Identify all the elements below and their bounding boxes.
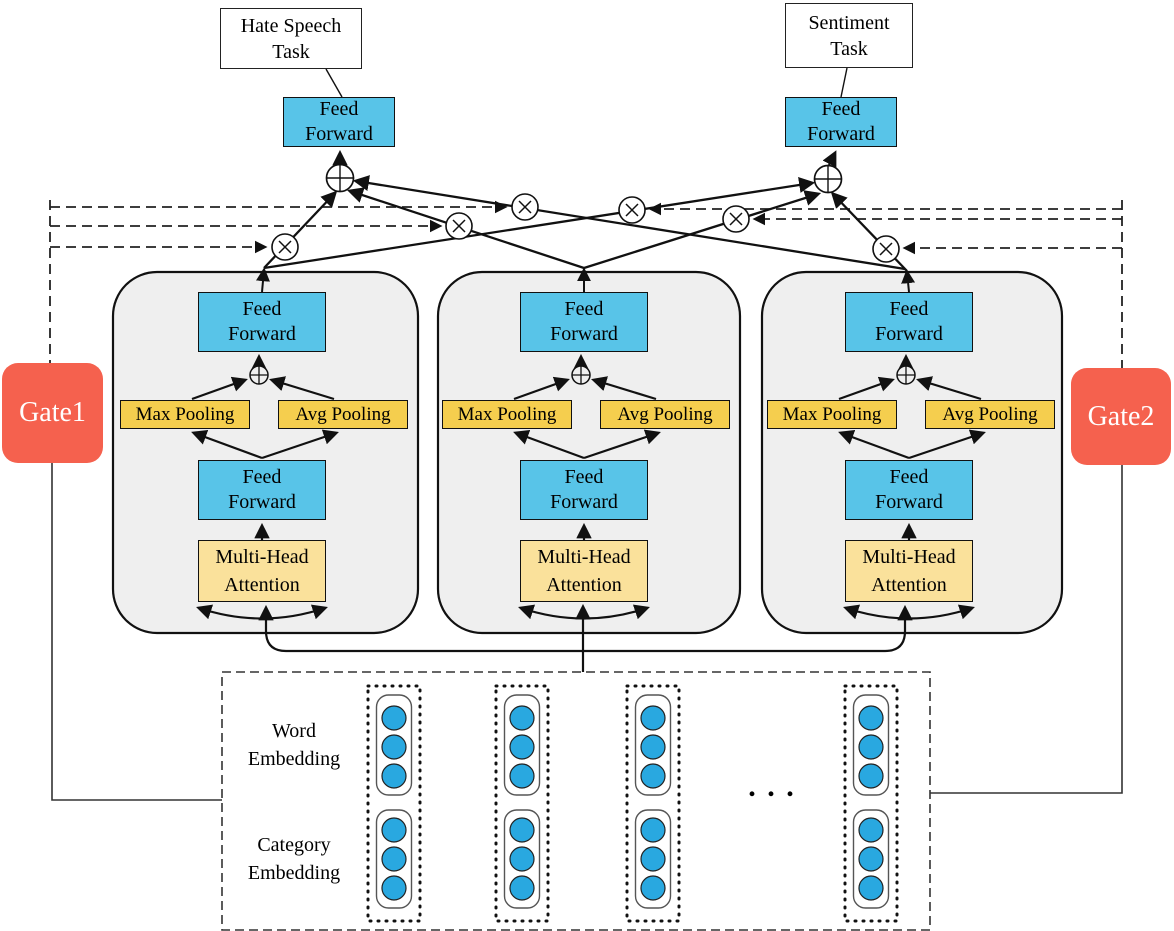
gate-input-lines: [51, 463, 1123, 801]
expert3-max-pooling: Max Pooling: [767, 400, 897, 429]
expert3-top-feed-forward: Feed Forward: [845, 292, 973, 352]
sum-icon: [325, 163, 355, 193]
embedding-dot: [381, 875, 407, 901]
task-label-line: Sentiment: [808, 11, 890, 34]
embedding-dot: [858, 763, 884, 789]
feed-forward-line: Feed: [821, 98, 861, 120]
embedding-dot: [640, 705, 666, 731]
sum-icon-small: [249, 365, 269, 385]
embedding-dot: [381, 734, 407, 760]
expert2-multi-head-attention: Multi-Head Attention: [520, 540, 648, 602]
task1-feed-forward-box: Feed Forward: [283, 97, 395, 147]
embedding-dot: [858, 875, 884, 901]
multiply-icon: [511, 193, 539, 221]
task-label-line: Task: [272, 40, 310, 63]
embedding-dot: [381, 763, 407, 789]
sum-icons: [325, 163, 843, 194]
category-embedding-label: Category Embedding: [247, 834, 341, 884]
token-column: [494, 684, 550, 923]
sum-icon: [813, 164, 843, 194]
embedding-dot: [858, 705, 884, 731]
task-label-line: Hate Speech: [240, 14, 342, 37]
embedding-dot: [640, 846, 666, 872]
gate2-label: Gate2: [1087, 400, 1155, 432]
task-label-line: Task: [830, 37, 868, 60]
multiply-icon: [722, 205, 750, 233]
token-column: [625, 684, 681, 923]
embedding-dot: [509, 875, 535, 901]
multiply-icon: [618, 196, 646, 224]
embedding-to-expert-arrows: [258, 603, 913, 672]
expert2-bottom-feed-forward: Feed Forward: [520, 460, 648, 520]
expert2-max-pooling: Max Pooling: [442, 400, 572, 429]
embedding-dot: [858, 817, 884, 843]
embedding-dot: [509, 734, 535, 760]
expert-output-stubs: [256, 267, 916, 293]
ellipsis-dots: . . .: [748, 770, 796, 803]
sum-to-tower-arrows: [332, 149, 837, 168]
embedding-dot: [640, 817, 666, 843]
embedding-dot: [509, 817, 535, 843]
expert2-avg-pooling: Avg Pooling: [600, 400, 730, 429]
sentiment-task-box: Sentiment Task: [785, 3, 913, 68]
expert-2-internal-arrows: [513, 353, 661, 620]
token-column: [843, 684, 899, 923]
multiply-icons: [271, 193, 900, 263]
embedding-dot: [640, 734, 666, 760]
gate1-box: Gate1: [2, 363, 103, 463]
feed-forward-line: Forward: [305, 123, 373, 145]
expert1-max-pooling: Max Pooling: [120, 400, 250, 429]
expert2-top-feed-forward: Feed Forward: [520, 292, 648, 352]
embedding-panel: [221, 603, 931, 931]
embedding-dot: [509, 763, 535, 789]
feed-forward-line: Forward: [807, 123, 875, 145]
expert1-multi-head-attention: Multi-Head Attention: [198, 540, 326, 602]
embedding-dot: [858, 846, 884, 872]
expert3-multi-head-attention: Multi-Head Attention: [845, 540, 973, 602]
expert3-bottom-feed-forward: Feed Forward: [845, 460, 973, 520]
token-columns: [366, 684, 899, 923]
embedding-dot: [381, 705, 407, 731]
multiply-icon: [445, 212, 473, 240]
embedding-dot: [858, 734, 884, 760]
embedding-dot: [509, 705, 535, 731]
gate2-box: Gate2: [1071, 368, 1171, 465]
expert1-top-feed-forward: Feed Forward: [198, 292, 326, 352]
embedding-dot: [640, 875, 666, 901]
embedding-dot: [640, 763, 666, 789]
multiply-icon: [872, 235, 900, 263]
gate1-label: Gate1: [19, 397, 86, 428]
task-connector-lines: [325, 67, 848, 98]
multiply-icon: [271, 233, 299, 261]
feed-forward-line: Feed: [319, 98, 359, 120]
hate-speech-task-box: Hate Speech Task: [220, 8, 362, 69]
expert3-avg-pooling: Avg Pooling: [925, 400, 1055, 429]
token-column: [366, 684, 422, 923]
expert1-bottom-feed-forward: Feed Forward: [198, 460, 326, 520]
expert1-avg-pooling: Avg Pooling: [278, 400, 408, 429]
embedding-dot: [381, 817, 407, 843]
expert-1-internal-arrows: [191, 353, 339, 620]
embedding-dot: [381, 846, 407, 872]
gate1-weight-lines-dashed: [49, 200, 508, 363]
sum-icon-small: [571, 365, 591, 385]
word-embedding-label: Word Embedding: [247, 720, 341, 770]
sum-icon-small: [896, 365, 916, 385]
task2-feed-forward-box: Feed Forward: [785, 97, 897, 147]
embedding-dot: [509, 846, 535, 872]
